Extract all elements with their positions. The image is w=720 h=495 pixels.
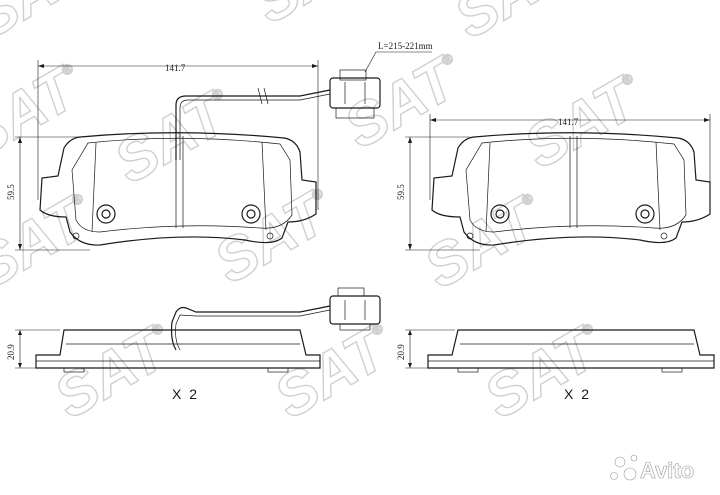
thickness-dimension-right: 20.9 bbox=[396, 344, 406, 360]
watermark-text: SAT® bbox=[103, 75, 246, 196]
quantity-left: X 2 bbox=[172, 386, 199, 402]
left-pad-front-view: 141.7 59.5 bbox=[6, 41, 433, 251]
sensor-connector-left bbox=[329, 69, 381, 119]
avito-logo: Avito bbox=[610, 454, 694, 483]
watermark-text: SAT® bbox=[263, 310, 406, 431]
height-dimension-left: 59.5 bbox=[6, 184, 16, 200]
quantity-right: X 2 bbox=[564, 386, 591, 402]
width-dimension-right: 141.7 bbox=[558, 117, 579, 127]
right-pad-side-view: 20.9 bbox=[396, 329, 715, 373]
height-dimension-right: 59.5 bbox=[396, 184, 406, 200]
watermark-text: SAT® bbox=[43, 310, 186, 431]
left-pad-side-view: 20.9 bbox=[6, 287, 381, 373]
watermark-text: SAT® bbox=[413, 180, 556, 301]
watermark-text: SAT® bbox=[513, 60, 656, 181]
watermark-text: SAT® bbox=[0, 0, 106, 51]
avito-dot-icon bbox=[614, 456, 626, 468]
avito-logo-text: Avito bbox=[640, 458, 694, 483]
watermark-text: SAT® bbox=[243, 0, 386, 36]
right-pad-front-view: 141.7 59.5 bbox=[396, 114, 711, 251]
thickness-dimension-left: 20.9 bbox=[6, 344, 16, 360]
sensor-length-label: L=215-221mm bbox=[378, 41, 433, 51]
avito-dot-icon bbox=[610, 472, 618, 480]
avito-dot-icon bbox=[630, 454, 638, 462]
watermark-text: SAT® bbox=[333, 40, 476, 161]
watermark-text: SAT® bbox=[473, 310, 616, 431]
watermark-layer: SAT® SAT® SAT® SAT® SAT® SAT® SAT® SAT® … bbox=[0, 0, 657, 432]
width-dimension-left: 141.7 bbox=[165, 63, 186, 73]
watermark-text: SAT® bbox=[203, 175, 346, 296]
watermark-text: SAT® bbox=[443, 0, 586, 51]
sensor-connector-side bbox=[329, 287, 381, 331]
avito-dot-icon bbox=[623, 467, 637, 481]
